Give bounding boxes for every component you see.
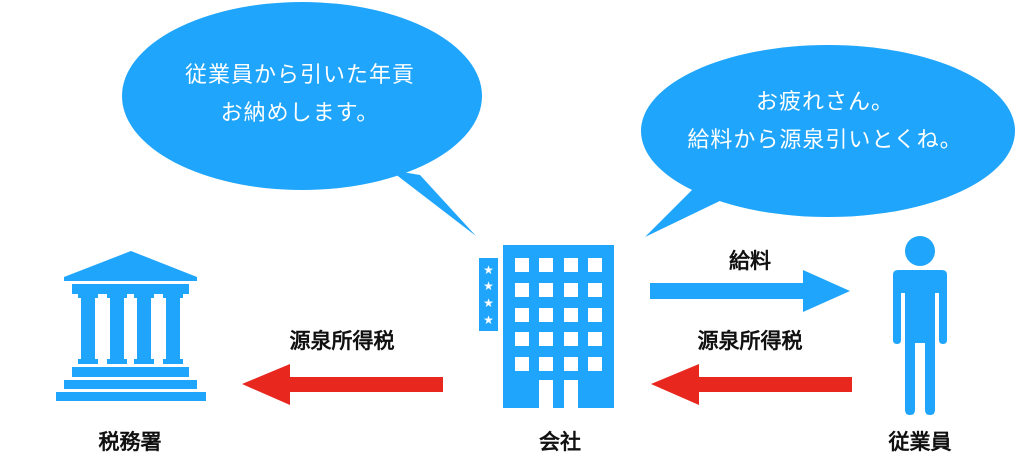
company-bubble-line2: お納めします。 <box>220 101 380 126</box>
svg-text:★: ★ <box>483 313 494 327</box>
office-building-icon: ★ ★ ★ ★ <box>479 245 614 408</box>
employee-bubble-line1: お疲れさん。 <box>755 90 894 115</box>
salary-label: 給料 <box>729 249 771 273</box>
salary-arrow <box>650 270 850 312</box>
svg-text:★: ★ <box>483 263 494 277</box>
withholding-label-tax-office: 源泉所得税 <box>289 329 395 353</box>
withholding-arrow-company-to-tax-office <box>242 364 443 405</box>
employee-label: 従業員 <box>888 430 952 454</box>
employee-speech-bubble <box>641 45 1015 237</box>
employee-bubble-text: お疲れさん。 給料から源泉引いとくね。 <box>660 84 990 160</box>
svg-text:★: ★ <box>483 296 494 310</box>
svg-text:★: ★ <box>483 279 494 293</box>
government-building-icon <box>56 251 206 401</box>
company-label: 会社 <box>539 430 581 454</box>
employee-bubble-line2: 給料から源泉引いとくね。 <box>687 128 963 153</box>
tax-office-label: 税務署 <box>98 430 162 454</box>
company-bubble-line1: 従業員から引いた年貢 <box>184 63 415 88</box>
withholding-label-employee: 源泉所得税 <box>697 329 803 353</box>
company-bubble-text: 従業員から引いた年貢 お納めします。 <box>140 57 460 133</box>
company-speech-bubble <box>122 2 482 236</box>
withholding-arrow-employee-to-company <box>651 364 852 405</box>
star-icon: ★ ★ ★ ★ <box>483 263 494 327</box>
person-icon <box>893 236 947 415</box>
